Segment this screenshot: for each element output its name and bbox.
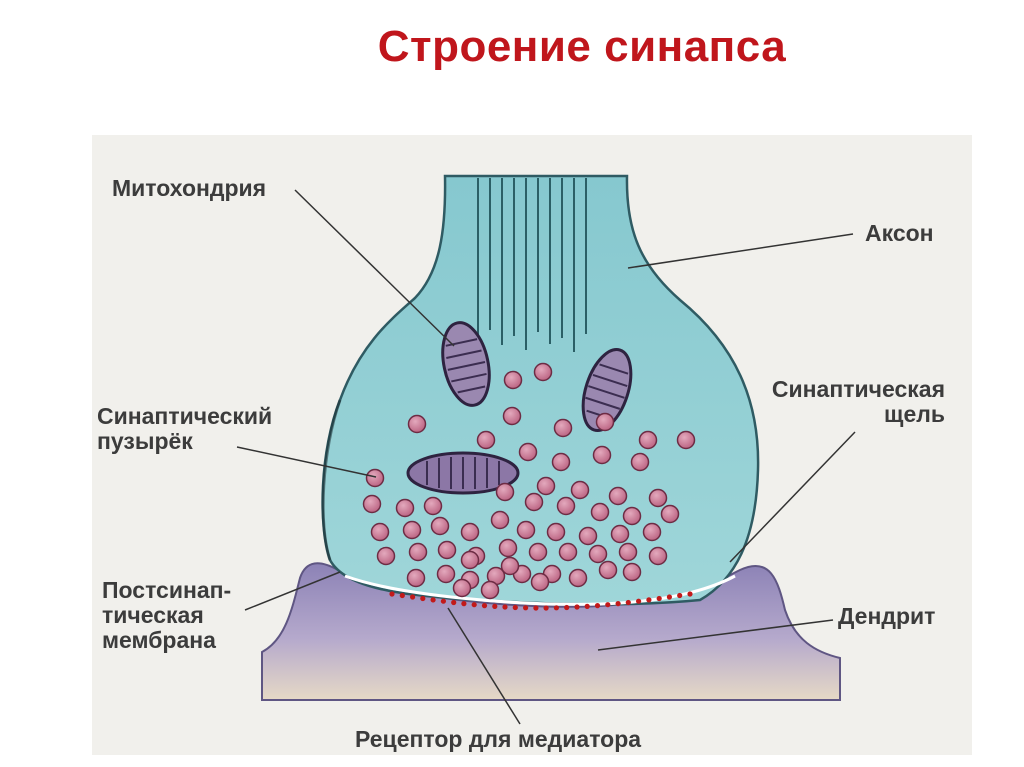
label-cleft: Синаптическая щель (745, 377, 945, 427)
receptor-dot (626, 600, 631, 605)
receptor-dot (441, 599, 446, 604)
vesicle (644, 524, 661, 541)
vesicle (505, 372, 522, 389)
receptor-dot (451, 600, 456, 605)
receptor-dot (523, 605, 528, 610)
vesicle (553, 454, 570, 471)
vesicle (538, 478, 555, 495)
vesicle (397, 500, 414, 517)
vesicle (526, 494, 543, 511)
vesicle (367, 470, 384, 487)
vesicle (497, 484, 514, 501)
vesicle (590, 546, 607, 563)
vesicle (555, 420, 572, 437)
receptor-dot (461, 601, 466, 606)
receptor-dot (574, 604, 579, 609)
receptor-dot (636, 599, 641, 604)
vesicle (640, 432, 657, 449)
receptor-dot (389, 591, 394, 596)
vesicle (438, 566, 455, 583)
vesicle (624, 508, 641, 525)
receptor-dot (513, 605, 518, 610)
receptor-dot (554, 605, 559, 610)
vesicle (570, 570, 587, 587)
vesicle (410, 544, 427, 561)
receptor-dot (564, 605, 569, 610)
vesicle (678, 432, 695, 449)
vesicle (425, 498, 442, 515)
receptor-dot (687, 591, 692, 596)
vesicle (462, 524, 479, 541)
vesicle (500, 540, 517, 557)
receptor-dot (420, 596, 425, 601)
vesicle (594, 447, 611, 464)
vesicle (592, 504, 609, 521)
vesicle (364, 496, 381, 513)
vesicle (532, 574, 549, 591)
receptor-dot (472, 602, 477, 607)
vesicle (572, 482, 589, 499)
receptor-dot (667, 594, 672, 599)
vesicle (439, 542, 456, 559)
receptor-dot (400, 593, 405, 598)
vesicle (482, 582, 499, 599)
vesicle (408, 570, 425, 587)
vesicle (632, 454, 649, 471)
vesicle (535, 364, 552, 381)
vesicle (530, 544, 547, 561)
vesicle (620, 544, 637, 561)
vesicle (520, 444, 537, 461)
vesicle (502, 558, 519, 575)
label-vesicle: Синаптический пузырёк (97, 404, 272, 454)
label-receptor: Рецептор для медиатора (355, 727, 641, 752)
receptor-dot (605, 602, 610, 607)
receptor-dot (616, 601, 621, 606)
receptor-dot (533, 605, 538, 610)
vesicle (478, 432, 495, 449)
receptor-dot (646, 597, 651, 602)
vesicle (492, 512, 509, 529)
vesicle (432, 518, 449, 535)
vesicle (610, 488, 627, 505)
receptor-dot (431, 597, 436, 602)
vesicle (624, 564, 641, 581)
receptor-dot (502, 604, 507, 609)
vesicle (612, 526, 629, 543)
vesicle (504, 408, 521, 425)
receptor-dot (657, 596, 662, 601)
vesicle (662, 506, 679, 523)
vesicle (518, 522, 535, 539)
label-axon: Аксон (865, 221, 934, 246)
vesicle (650, 490, 667, 507)
vesicle (548, 524, 565, 541)
vesicle (378, 548, 395, 565)
receptor-dot (585, 604, 590, 609)
vesicle (454, 580, 471, 597)
vesicle (600, 562, 617, 579)
receptor-dot (492, 604, 497, 609)
label-postsynaptic-membrane: Постсинап- тическая мембрана (102, 578, 231, 653)
vesicle (409, 416, 426, 433)
vesicle (372, 524, 389, 541)
label-dendrite: Дендрит (838, 604, 935, 629)
vesicle (580, 528, 597, 545)
receptor-dot (410, 594, 415, 599)
vesicle (597, 414, 614, 431)
vesicle (558, 498, 575, 515)
vesicle (650, 548, 667, 565)
receptor-dot (482, 603, 487, 608)
vesicle (404, 522, 421, 539)
receptor-dot (544, 605, 549, 610)
axon-terminal (323, 176, 759, 604)
vesicle (462, 552, 479, 569)
vesicle (560, 544, 577, 561)
receptor-dot (677, 593, 682, 598)
label-mitochondria: Митохондрия (112, 176, 266, 201)
receptor-dot (595, 603, 600, 608)
